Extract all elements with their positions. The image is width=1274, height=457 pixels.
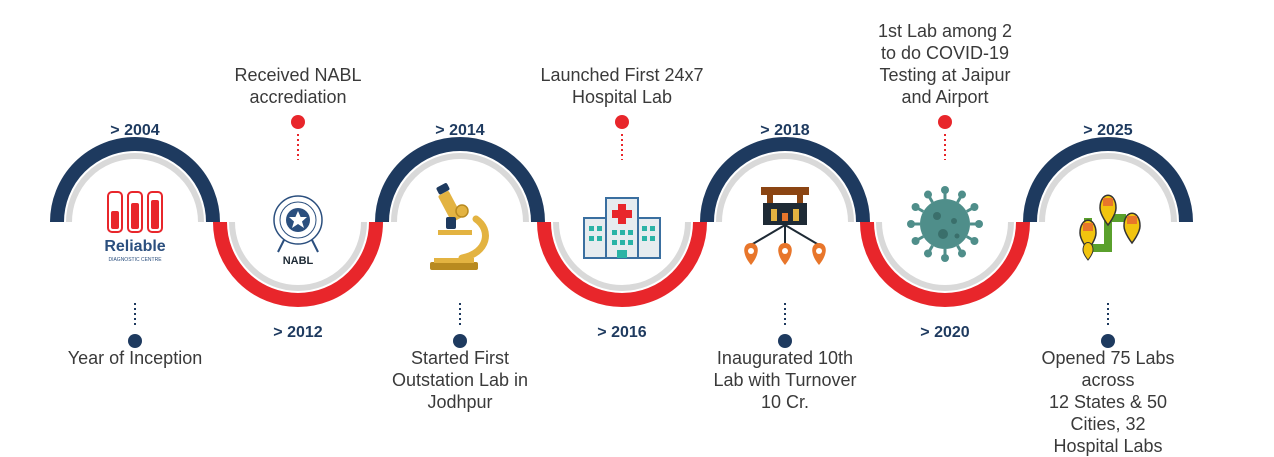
timeline-arcs (50, 137, 1193, 307)
reliable-logo-icon (107, 191, 163, 233)
logo-subtext: DIAGNOSTIC CENTRE (108, 257, 162, 263)
virus-icon (907, 186, 983, 262)
arc-shadow (876, 221, 1014, 291)
arc-top (375, 137, 545, 223)
milestone-description: Launched First 24x7 Hospital Lab (540, 65, 704, 107)
arc-top (700, 137, 870, 223)
microscope-icon (430, 183, 489, 270)
virus-spike-tip (924, 190, 932, 199)
milestone-year: > 2016 (597, 324, 647, 341)
milestone-dot (453, 334, 467, 348)
milestone-description: Year of Inception (67, 348, 203, 368)
arc-bottom (537, 221, 707, 307)
hospital-icon (583, 197, 661, 259)
timeline-connectors (128, 115, 1115, 348)
virus-spike-tip (970, 237, 979, 245)
arc-bottom (213, 221, 383, 307)
milestone-year: > 2004 (110, 122, 160, 139)
milestone-year: > 2020 (920, 324, 970, 341)
virus-spike-tip (970, 203, 979, 211)
virus-spike-tip (958, 249, 966, 258)
arc-shadow (391, 153, 529, 223)
virus-spike-tip (975, 220, 983, 228)
milestone-dot (615, 115, 629, 129)
milestone-year: > 2018 (760, 122, 810, 139)
virus-spike-tip (958, 190, 966, 199)
logo-wordmark: Reliable (104, 238, 166, 255)
virus-spike-tip (911, 203, 920, 211)
milestone-dot (128, 334, 142, 348)
nabl-logo-icon (273, 195, 323, 253)
virus-spike-tip (924, 249, 932, 258)
lab-network-icon (744, 187, 826, 265)
arc-top (50, 137, 220, 223)
milestone-description: Started First Outstation Lab in Jodhpur (391, 348, 529, 412)
milestone-description: 1st Lab among 2 to do COVID-19 Testing a… (877, 21, 1013, 107)
logo-wordmark: NABL (282, 255, 314, 267)
milestone-year: > 2025 (1083, 122, 1133, 139)
virus-spike-tip (907, 220, 915, 228)
arc-shadow (66, 153, 204, 223)
arc-shadow (716, 153, 854, 223)
virus-spike-tip (941, 254, 949, 262)
milestone-year: > 2012 (273, 324, 323, 341)
milestone-dot (938, 115, 952, 129)
milestone-description: Inaugurated 10th Lab with Turnover 10 Cr… (713, 348, 857, 412)
virus-spike-tip (941, 186, 949, 194)
labs-map-icon (1079, 194, 1141, 261)
arc-shadow (553, 221, 691, 291)
arc-shadow (229, 221, 367, 291)
milestone-dot (291, 115, 305, 129)
milestone-year: > 2014 (435, 122, 485, 139)
arc-shadow (1039, 153, 1177, 223)
milestone-dot (778, 334, 792, 348)
milestone-dot (1101, 334, 1115, 348)
arc-bottom (860, 221, 1030, 307)
virus-spike-tip (911, 237, 920, 245)
arc-top (1023, 137, 1193, 223)
milestone-description: Received NABL accrediation (234, 65, 362, 107)
milestone-description: Opened 75 Labs across 12 States & 50 Cit… (1041, 348, 1175, 456)
